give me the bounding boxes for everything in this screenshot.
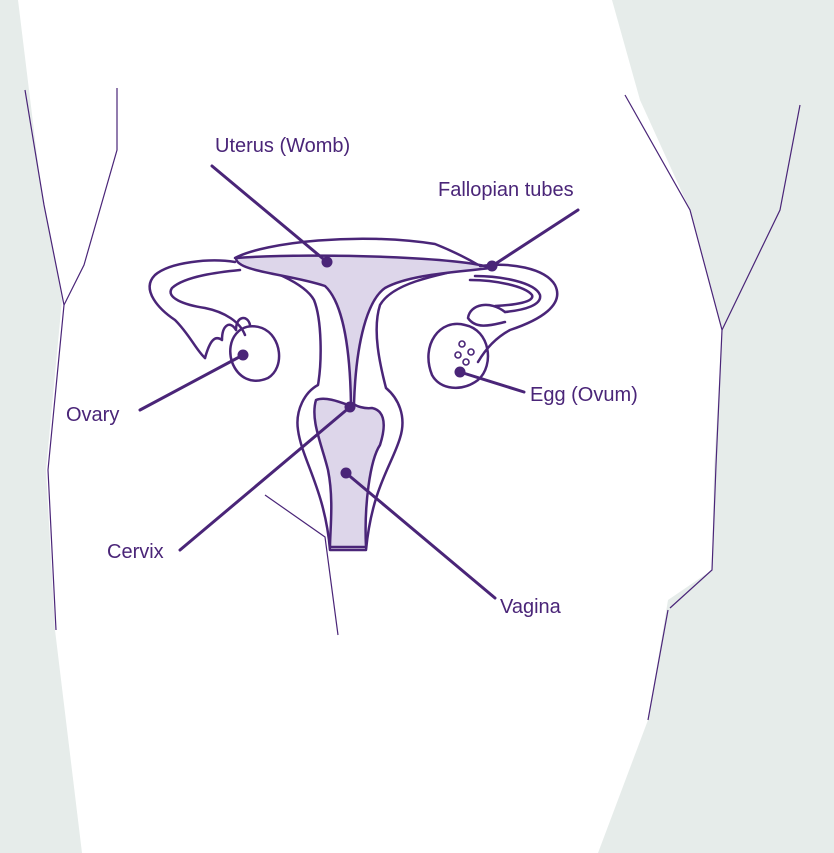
label-ovary: Ovary xyxy=(66,404,119,426)
fallopian-leader-dot xyxy=(487,261,498,272)
cervix-leader-line xyxy=(180,407,350,550)
label-egg: Egg (Ovum) xyxy=(530,384,638,406)
left-side-panel xyxy=(0,0,82,853)
left-ovary xyxy=(230,326,279,381)
egg-circle xyxy=(463,359,469,365)
ovary-leader-dot xyxy=(238,350,249,361)
label-vagina: Vagina xyxy=(500,596,562,618)
left-fallopian-tube-inner xyxy=(171,270,245,335)
egg-circle xyxy=(455,352,461,358)
label-uterus: Uterus (Womb) xyxy=(215,135,350,157)
left-hip-line xyxy=(64,88,117,305)
egg-leader-line xyxy=(460,372,524,392)
left-fallopian-tube-outer xyxy=(150,261,235,358)
ovary-leader-line xyxy=(140,355,243,410)
groin-line xyxy=(265,495,338,635)
egg-circle xyxy=(468,349,474,355)
cervix-leader-dot xyxy=(345,402,356,413)
right-fallopian-tube-outer xyxy=(478,265,557,362)
label-cervix: Cervix xyxy=(107,541,164,563)
egg-cluster xyxy=(455,341,474,365)
uterus-leader-dot xyxy=(322,257,333,268)
right-fimbriae xyxy=(468,305,505,326)
egg-circle xyxy=(459,341,465,347)
fallopian-leader-line xyxy=(492,210,578,266)
label-fallopian-tubes: Fallopian tubes xyxy=(438,179,574,201)
egg-leader-dot xyxy=(455,367,466,378)
uterine-cavity xyxy=(236,256,490,547)
right-side-panel xyxy=(598,0,834,853)
vagina-leader-dot xyxy=(341,468,352,479)
reproductive-organs xyxy=(150,239,558,550)
